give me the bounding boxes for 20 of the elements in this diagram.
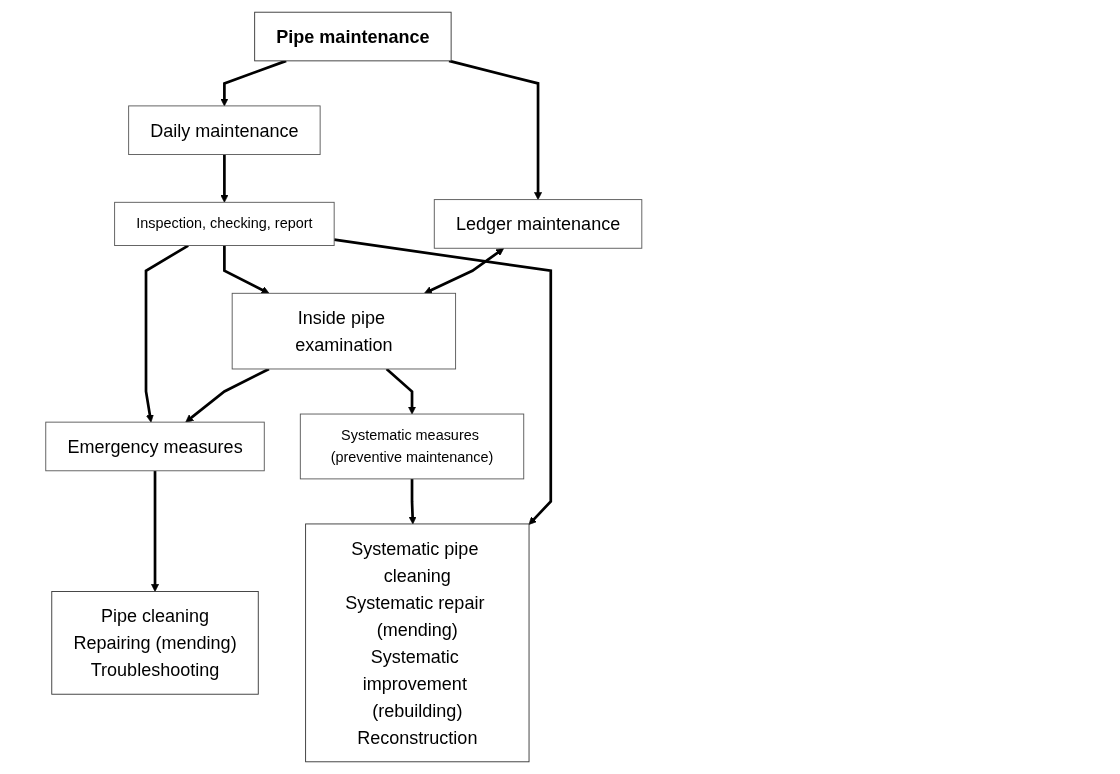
arrow [448, 59, 542, 200]
node-box: Emergency measures [45, 421, 265, 472]
arrow [220, 59, 287, 107]
node-box: Systematic measures (preventive maintenance) [299, 413, 525, 480]
arrow [385, 367, 416, 415]
node-box: Inside pipe examination [231, 292, 457, 370]
arrow [408, 478, 417, 525]
arrow [185, 367, 270, 423]
node-box: Pipe cleaning Repairing (mending) Troubleshooting [51, 591, 259, 695]
node-box: Inspection, checking, report [114, 201, 335, 246]
arrow [223, 245, 270, 294]
arrow [333, 238, 553, 525]
arrow [220, 154, 229, 203]
node-box: Systematic pipe cleaning Systematic repair (mending) Systematic improvement (rebuilding) Reconstruction [305, 523, 530, 763]
node-box: Ledger maintenance [433, 199, 643, 249]
arrow [151, 470, 159, 592]
node-box: Pipe maintenance [254, 11, 452, 62]
node-box: Daily maintenance [128, 105, 321, 155]
arrow [144, 244, 189, 423]
arrow [424, 248, 504, 294]
